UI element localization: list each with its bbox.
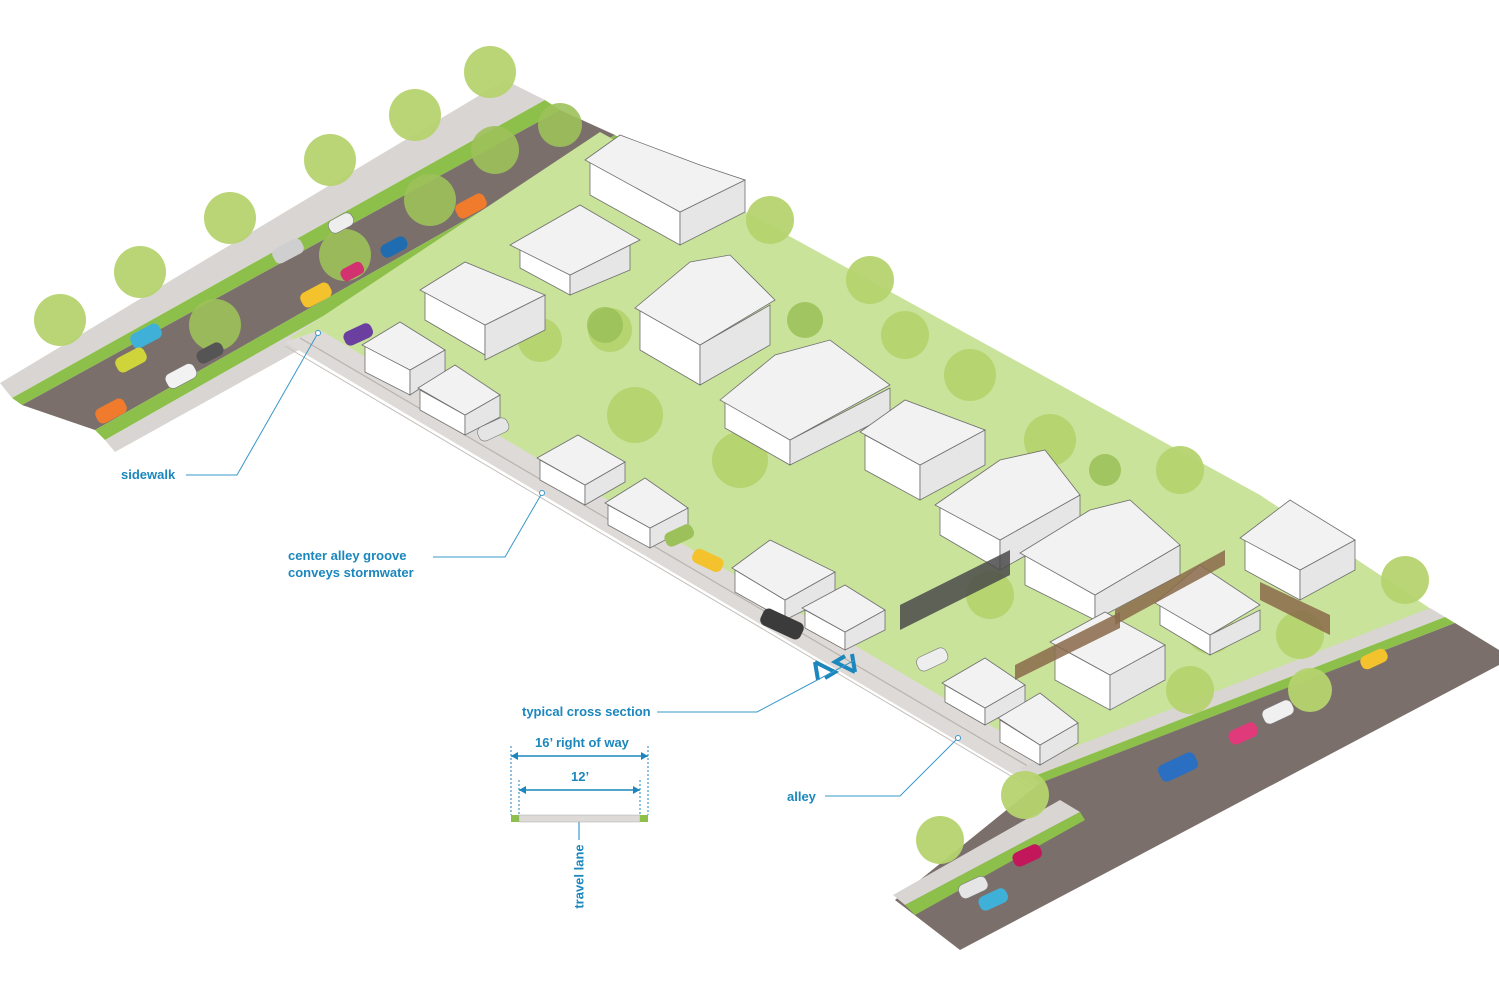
lower-street-near-sidewalk [893,800,1080,905]
cross-section-marker [813,653,857,681]
garage-6 [801,584,886,651]
alley-label: alley [787,789,816,804]
lane-width-label: 12’ [571,769,590,784]
fences [900,550,1330,680]
garage-2 [417,364,501,436]
house-6 [859,399,986,501]
garage-5 [731,539,836,621]
garage-3 [536,434,626,506]
house-4 [634,254,776,386]
house-11 [1239,499,1356,601]
section-planting-left [511,815,519,822]
groove-label-line-2: conveys stormwater [288,565,414,580]
groove-label-line-1: center alley groove [288,548,407,563]
center-alley-groove-label: center alley groove conveys stormwater [288,547,414,581]
lower-street-cars [958,648,1388,911]
house-1 [584,134,747,246]
lower-street-near-planting [905,812,1085,915]
upper-street-trees [34,46,582,351]
alley-cars [343,323,949,672]
cross-section-diagram [510,746,649,840]
house-8 [1019,499,1181,621]
upper-street-roadway [22,110,615,430]
section-pavement [518,814,641,823]
house-2 [509,204,641,296]
leader-lines [186,330,961,797]
garage-7 [941,657,1026,726]
house-3 [419,261,546,361]
garage-1 [361,321,446,396]
lower-street-far-planting [1032,617,1455,783]
garage-4 [604,477,689,549]
sidewalk-label: sidewalk [121,467,176,482]
house-9 [1049,611,1166,711]
garage-8 [997,692,1079,766]
typical-cross-section-label: typical cross section [522,704,651,719]
upper-street-far-sidewalk [0,80,545,398]
garages [361,321,1079,766]
upper-street-cars [95,193,487,424]
lower-right-street [893,556,1499,950]
lower-street-trees [916,556,1429,864]
travel-lane-label: travel lane [571,844,587,909]
right-of-way-label: 16’ right of way [535,735,629,750]
lower-street-roadway [895,623,1499,950]
alley-edge [284,345,1066,809]
section-planting-right [640,815,648,822]
house-5 [719,339,891,466]
lower-street-far-sidewalk [1020,608,1445,777]
house-7 [934,449,1081,571]
houses [419,134,1356,711]
